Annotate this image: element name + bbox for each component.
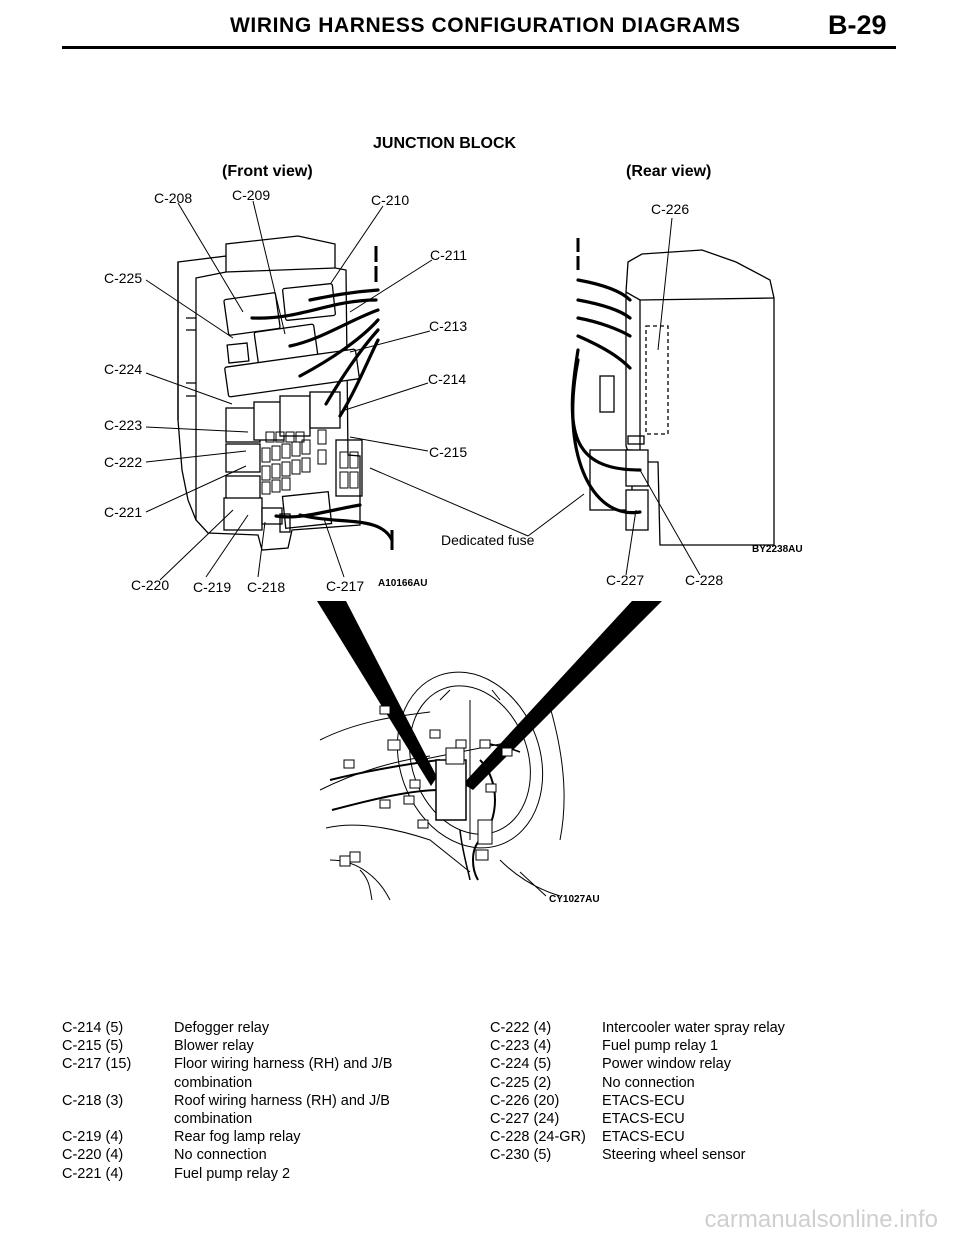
legend-desc: Rear fog lamp relay [174, 1129, 301, 1146]
legend-row: C-215 (5) Blower relay [62, 1037, 466, 1055]
legend-row: C-230 (5) Steering wheel sensor [490, 1146, 820, 1164]
legend-desc: ETACS-ECU [602, 1092, 685, 1109]
legend-row: C-219 (4) Rear fog lamp relay [62, 1128, 466, 1146]
legend-desc: No connection [174, 1147, 267, 1164]
legend-code: C-230 (5) [490, 1147, 552, 1164]
label-c218: C-218 [247, 579, 285, 595]
header-rule [62, 46, 896, 49]
dashboard-view [319, 671, 565, 901]
legend-code: C-217 (15) [62, 1056, 132, 1073]
label-c215: C-215 [429, 444, 467, 460]
legend-row: C-228 (24-GR) ETACS-ECU [490, 1128, 820, 1146]
legend-code: C-227 (24) [490, 1111, 560, 1128]
rear-image-code: BY2238AU [752, 544, 803, 555]
legend-desc: Intercooler water spray relay [602, 1020, 785, 1036]
label-c223: C-223 [104, 417, 142, 433]
label-c213: C-213 [429, 318, 467, 334]
front-view-block [177, 235, 363, 551]
legend-code: C-224 (5) [490, 1056, 552, 1073]
legend-code: C-226 (20) [490, 1092, 560, 1109]
dash-image-code: CY1027AU [549, 894, 600, 905]
legend-row: C-223 (4) Fuel pump relay 1 [490, 1037, 820, 1055]
rear-leader-lines [527, 217, 701, 576]
legend-desc: No connection [602, 1074, 695, 1091]
rear-view-block [589, 249, 775, 546]
harness-bundle-dashes [374, 246, 394, 550]
legend-row: C-217 (15) Floor wiring harness (RH) and … [62, 1055, 466, 1073]
legend-desc: Floor wiring harness (RH) and J/B [174, 1056, 393, 1073]
legend-desc: Fuel pump relay 2 [174, 1165, 291, 1182]
legend-code: C-219 (4) [62, 1129, 124, 1146]
label-c211: C-211 [430, 247, 467, 263]
label-c222: C-222 [104, 454, 142, 470]
legend-code: C-222 (4) [490, 1020, 552, 1036]
legend-desc: combination [174, 1074, 253, 1091]
label-c210: C-210 [371, 192, 409, 208]
legend-code-spacer [62, 1110, 174, 1128]
front-image-code: A10166AU [378, 578, 427, 589]
front-view-labels: C-208 C-209 C-210 C-211 C-213 C-214 C-21… [104, 187, 535, 595]
legend-desc: combination [174, 1111, 253, 1128]
legend-row: C-221 (4) Fuel pump relay 2 [62, 1165, 466, 1183]
legend-desc: Defogger relay [174, 1020, 270, 1036]
label-c228: C-228 [685, 572, 723, 588]
legend-code: C-215 (5) [62, 1038, 124, 1055]
legend-code: C-214 (5) [62, 1020, 124, 1036]
footer-watermark: carmanualsonline.info [704, 1206, 938, 1233]
legend-desc: Roof wiring harness (RH) and J/B [174, 1092, 390, 1109]
label-c208: C-208 [154, 190, 192, 206]
legend-code: C-225 (2) [490, 1074, 552, 1091]
label-c224: C-224 [104, 361, 142, 377]
legend-row: C-226 (20) ETACS-ECU [490, 1092, 820, 1110]
rear-harness-wires [570, 278, 642, 515]
label-c226: C-226 [651, 201, 689, 217]
label-c221: C-221 [104, 504, 142, 520]
legend-left: C-214 (5) Defogger relay C-215 (5) Blower … [62, 1019, 466, 1183]
legend-code: C-228 (24-GR) [490, 1129, 586, 1146]
legend-code-spacer [62, 1074, 174, 1092]
legend-desc: Blower relay [174, 1038, 254, 1055]
label-dedicated-fuse: Dedicated fuse [441, 532, 535, 548]
legend-row: combination [62, 1074, 466, 1092]
legend-code: C-220 (4) [62, 1147, 124, 1164]
legend-row: C-225 (2) No connection [490, 1074, 820, 1092]
legend-code: C-221 (4) [62, 1165, 124, 1182]
label-c214: C-214 [428, 371, 466, 387]
front-leader-lines [145, 200, 529, 581]
legend-code: C-218 (3) [62, 1092, 124, 1109]
front-harness-wires [250, 288, 394, 542]
legend-desc: Steering wheel sensor [602, 1147, 746, 1164]
rear-view-labels: C-226 C-227 C-228 BY2238AU [606, 201, 803, 588]
label-c227: C-227 [606, 572, 644, 588]
legend-row: C-227 (24) ETACS-ECU [490, 1110, 820, 1128]
legend-right: C-222 (4) Intercooler water spray relay C… [490, 1019, 820, 1165]
page-title: WIRING HARNESS CONFIGURATION DIAGRAMS [230, 14, 741, 37]
legend-row: C-220 (4) No connection [62, 1146, 466, 1164]
callout-wedge-left [317, 601, 437, 786]
legend-row: C-222 (4) Intercooler water spray relay [490, 1019, 820, 1037]
legend-desc: Fuel pump relay 1 [602, 1038, 719, 1055]
front-view-label: (Front view) [222, 163, 313, 180]
legend-desc: Power window relay [602, 1056, 731, 1073]
legend-desc: ETACS-ECU [602, 1111, 685, 1128]
label-c219: C-219 [193, 579, 231, 595]
label-c220: C-220 [131, 577, 169, 593]
junction-block-diagram: JUNCTION BLOCK (Front view) (Rear view) [104, 135, 803, 905]
legend-desc: ETACS-ECU [602, 1129, 685, 1146]
rear-view-label: (Rear view) [626, 163, 711, 180]
diagram-title: JUNCTION BLOCK [373, 135, 517, 152]
legend-row: C-214 (5) Defogger relay [62, 1019, 466, 1037]
legend-row: C-224 (5) Power window relay [490, 1055, 820, 1073]
label-c209: C-209 [232, 187, 270, 203]
legend-row: combination [62, 1110, 466, 1128]
legend-row: C-218 (3) Roof wiring harness (RH) and J/… [62, 1092, 466, 1110]
callout-wedge-right [463, 601, 662, 790]
label-c217: C-217 [326, 578, 364, 594]
legend-code: C-223 (4) [490, 1038, 552, 1055]
page-number: B-29 [828, 10, 887, 40]
label-c225: C-225 [104, 270, 142, 286]
